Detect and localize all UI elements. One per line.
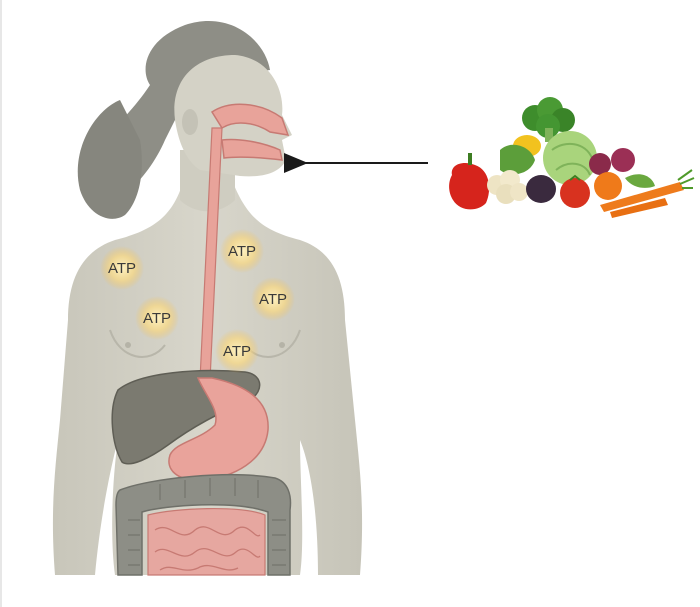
vegetables-pile-icon (449, 97, 694, 218)
red-onion-2 (611, 148, 635, 172)
atp-marker-1: ATP (100, 246, 144, 290)
eggplant (526, 175, 556, 203)
atp-marker-5: ATP (215, 329, 259, 373)
atp-marker-2: ATP (220, 229, 264, 273)
atp-marker-4: ATP (135, 296, 179, 340)
orange-pepper (594, 172, 622, 200)
atp-label-4: ATP (143, 310, 171, 327)
ear (182, 109, 198, 135)
atp-marker-3: ATP (251, 277, 295, 321)
red-bell-pepper (449, 153, 489, 209)
atp-label-1: ATP (108, 260, 136, 277)
atp-label-2: ATP (228, 243, 256, 260)
cauliflower (487, 170, 528, 204)
nipple-right (279, 342, 285, 348)
leaf-garnish (625, 174, 655, 188)
tomato (560, 178, 590, 208)
atp-label-3: ATP (259, 291, 287, 308)
cabbage (543, 131, 597, 185)
red-onion-1 (589, 153, 611, 175)
nipple-left (125, 342, 131, 348)
atp-label-5: ATP (223, 343, 251, 360)
